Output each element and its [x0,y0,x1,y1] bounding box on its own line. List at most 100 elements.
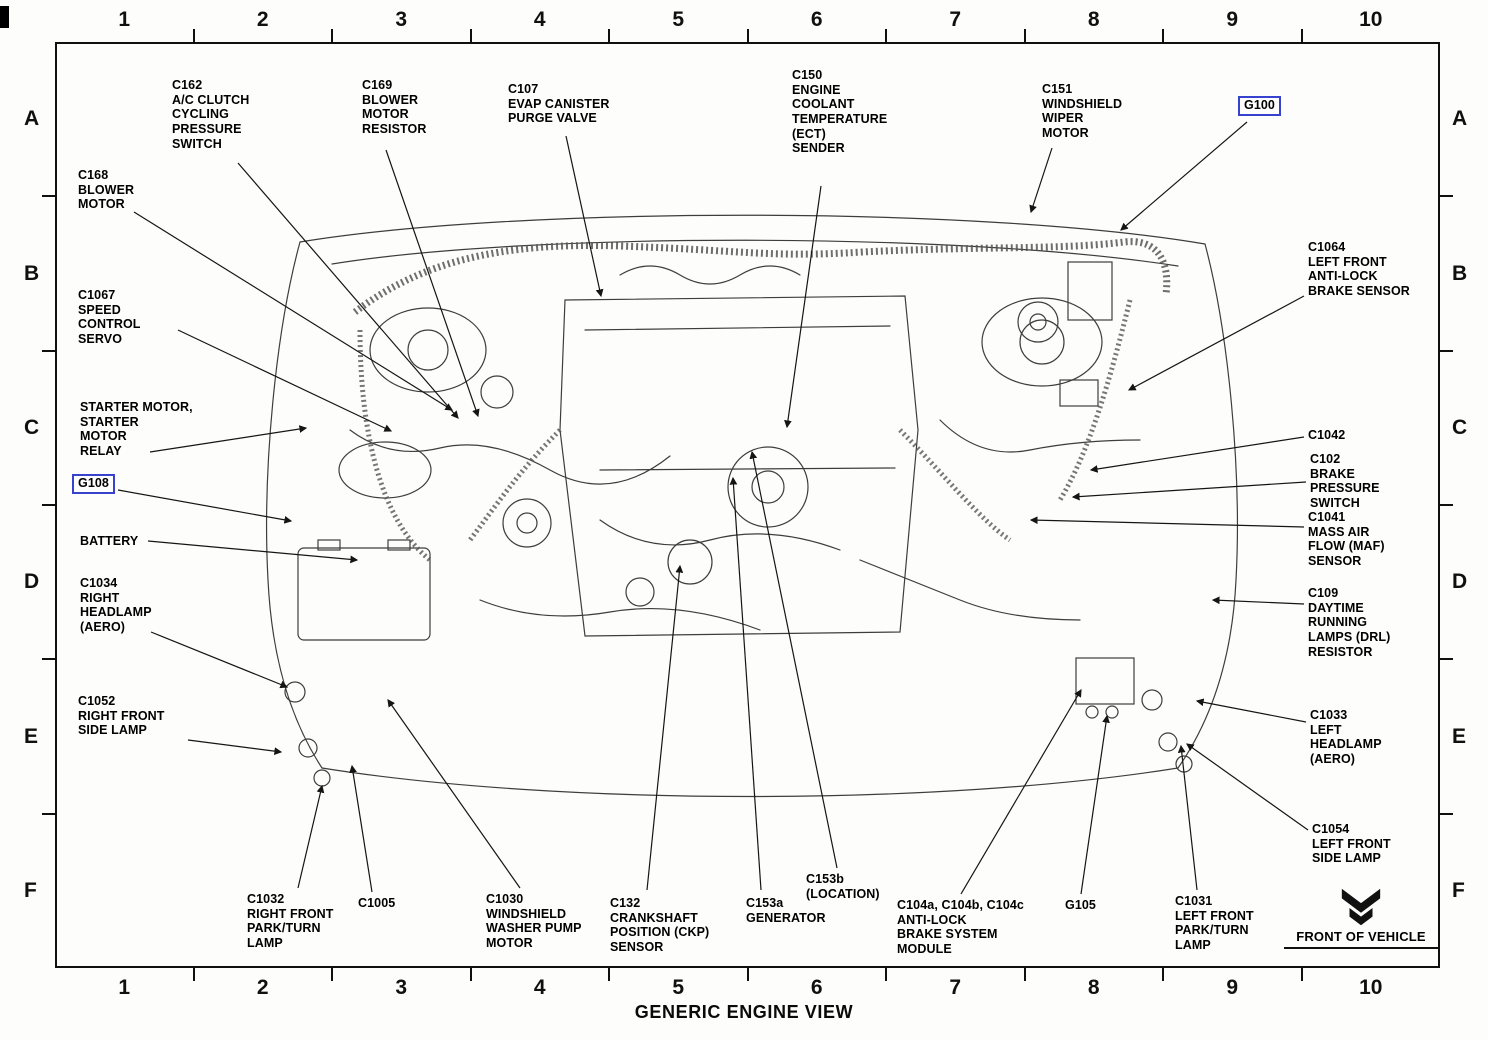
grid-col-label-bottom: 6 [810,976,823,999]
grid-col-label-bottom: 8 [1087,976,1100,999]
grid-col-label-top: 8 [1087,8,1100,31]
grid-tick [192,968,195,981]
grid-tick [1440,195,1453,198]
callout-c169: C169 BLOWER MOTOR RESISTOR [362,78,427,136]
grid-tick [469,968,472,981]
callout-c1054: C1054 LEFT FRONT SIDE LAMP [1312,822,1391,866]
grid-tick [1023,968,1026,981]
front-of-vehicle-marker: FRONT OF VEHICLE [1284,886,1438,949]
leader-line-c1054 [1186,743,1309,831]
leader-line-c151 [1029,147,1053,214]
grid-tick [1300,968,1303,981]
page-title: GENERIC ENGINE VIEW [634,1002,854,1022]
grid-tick [42,504,55,506]
grid-row-label-right: E [1452,724,1467,748]
callout-c1033: C1033 LEFT HEADLAMP (AERO) [1310,708,1382,766]
grid-row-label-left: D [24,570,40,594]
callout-c1064: C1064 LEFT FRONT ANTI-LOCK BRAKE SENSOR [1308,240,1410,298]
grid-col-label-bottom: 9 [1226,976,1239,999]
leader-line-c109 [1211,596,1305,605]
grid-col-label-top: 3 [395,8,408,31]
leader-line-c1031 [1177,744,1198,891]
grid-tick [746,968,749,981]
leader-line-g108 [117,489,293,524]
leader-line-starter [149,425,308,453]
grid-col-label-bottom: 3 [395,976,408,999]
grid-col-label-top: 9 [1226,8,1239,31]
callout-c150: C150 ENGINE COOLANT TEMPERATURE (ECT) SE… [792,68,888,156]
grid-row-label-left: B [24,261,40,285]
grid-col-label-bottom: 10 [1359,976,1383,999]
callout-c168: C168 BLOWER MOTOR [78,168,135,212]
grid-row-label-left: E [24,724,39,748]
grid-tick [885,968,887,981]
callout-battery: BATTERY [80,534,139,548]
callout-c1041: C1041 MASS AIR FLOW (MAF) SENSOR [1308,510,1385,568]
callout-starter: STARTER MOTOR, STARTER MOTOR RELAY [80,400,193,458]
callout-c1031: C1031 LEFT FRONT PARK/TURN LAMP [1175,894,1254,952]
callout-g105: G105 [1065,898,1096,912]
grid-col-label-top: 6 [810,8,823,31]
callout-c1067: C1067 SPEED CONTROL SERVO [78,288,141,346]
grid-row-label-left: C [24,415,40,439]
grid-tick [608,29,610,42]
callout-g100[interactable]: G100 [1238,96,1281,116]
grid-col-label-top: 7 [949,8,962,31]
scan-artifact [0,6,9,28]
leader-line-c153a [729,476,762,891]
leader-line-c104abc [960,688,1082,895]
leader-line-c132 [646,564,684,891]
leader-line-c162 [237,162,459,419]
grid-row-label-right: C [1452,415,1468,439]
grid-tick [1162,29,1164,42]
leader-line-c150 [784,185,822,429]
grid-tick [42,349,55,352]
callout-c1034: C1034 RIGHT HEADLAMP (AERO) [80,576,152,634]
grid-tick [42,812,55,815]
leader-line-g105 [1080,714,1110,895]
grid-row-label-right: A [1452,107,1468,131]
grid-col-label-bottom: 2 [256,976,269,999]
leader-line-c1041 [1029,516,1305,528]
grid-tick [42,195,55,198]
callout-c1032: C1032 RIGHT FRONT PARK/TURN LAMP [247,892,334,950]
grid-col-label-top: 1 [118,8,131,31]
leader-line-g100 [1120,121,1248,231]
callout-c153a: C153a GENERATOR [746,896,826,925]
leader-line-c1005 [349,764,373,893]
leader-line-c1033 [1195,698,1307,723]
grid-tick [42,658,55,661]
callout-c102: C102 BRAKE PRESSURE SWITCH [1310,452,1380,510]
grid-row-label-right: B [1452,261,1468,285]
callout-c162: C162 A/C CLUTCH CYCLING PRESSURE SWITCH [172,78,250,151]
grid-tick [608,968,610,981]
grid-row-label-left: A [24,107,40,131]
leader-line-c168 [133,211,453,411]
grid-col-label-top: 2 [256,8,269,31]
grid-tick [1440,349,1453,352]
leader-line-c1067 [177,329,393,432]
callout-g108[interactable]: G108 [72,474,115,494]
grid-tick [746,29,749,42]
grid-tick [1162,968,1164,981]
grid-col-label-top: 5 [672,8,685,31]
grid-row-label-right: D [1452,570,1468,594]
leader-line-c1042 [1089,436,1305,473]
leader-line-c1052 [187,739,283,756]
callout-c1042: C1042 [1308,428,1346,442]
leader-line-c1064 [1127,295,1305,391]
callout-c109: C109 DAYTIME RUNNING LAMPS (DRL) RESISTO… [1308,586,1391,659]
leader-line-c153b [749,450,838,869]
grid-col-label-bottom: 7 [949,976,962,999]
grid-col-label-top: 10 [1359,8,1383,31]
grid-tick [192,29,195,42]
grid-tick [1440,504,1453,506]
callout-c1005: C1005 [358,896,396,910]
leader-line-c1034 [150,631,289,689]
grid-col-label-bottom: 5 [672,976,685,999]
callout-c153b: C153b (LOCATION) [806,872,880,901]
grid-tick [331,968,333,981]
leader-line-c1030 [387,699,521,889]
